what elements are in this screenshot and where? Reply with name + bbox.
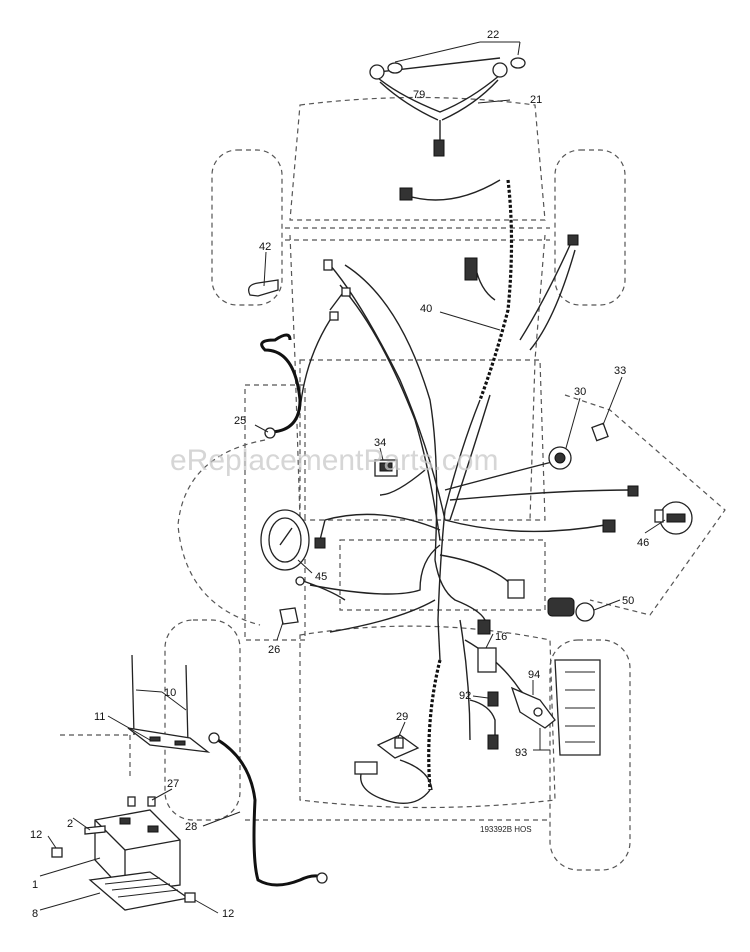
callout-40: 40	[420, 303, 432, 315]
callout-50: 50	[622, 595, 634, 607]
callout-27: 27	[167, 778, 179, 790]
ignition-switch-30	[548, 446, 572, 470]
callout-45: 45	[315, 571, 327, 583]
drawing-code: 193392B HOS	[480, 825, 532, 834]
callout-12-right: 12	[222, 908, 234, 920]
callout-34: 34	[374, 437, 386, 449]
terminal-26	[279, 607, 299, 625]
callout-29: 29	[396, 711, 408, 723]
battery-assembly	[51, 654, 328, 911]
callout-12-left: 12	[30, 829, 42, 841]
main-wire-harness	[299, 179, 639, 804]
callout-16: 16	[495, 631, 507, 643]
callout-46: 46	[637, 537, 649, 549]
ammeter-45	[260, 509, 310, 571]
indicator-46	[654, 501, 693, 535]
callout-92: 92	[459, 690, 471, 702]
watermark: eReplacementParts.com	[170, 444, 498, 477]
callout-33: 33	[614, 365, 626, 377]
pto-switch-50	[547, 597, 595, 622]
leader-lines	[39, 41, 666, 914]
clip-42	[247, 279, 279, 297]
fuse-33	[591, 422, 609, 442]
seat-switch-29	[376, 734, 420, 759]
relay-16	[477, 647, 497, 673]
callout-22: 22	[487, 29, 499, 41]
callout-25: 25	[234, 415, 246, 427]
callout-11: 11	[94, 711, 105, 723]
callout-42: 42	[259, 241, 271, 253]
headlight-harness	[369, 57, 526, 157]
part-callouts: 22 79 21 42 40 33 30 25 34 46 45 50 26 1…	[30, 29, 649, 920]
ground-wire-25	[260, 333, 302, 439]
callout-8: 8	[32, 908, 38, 920]
callout-79: 79	[413, 89, 425, 101]
callout-2: 2	[67, 818, 73, 830]
callout-26: 26	[268, 644, 280, 656]
callout-30: 30	[574, 386, 586, 398]
callout-21: 21	[530, 94, 542, 106]
callout-93: 93	[515, 747, 527, 759]
callout-94: 94	[528, 669, 540, 681]
callout-10: 10	[164, 687, 176, 699]
callout-28: 28	[185, 821, 197, 833]
callout-1: 1	[32, 879, 38, 891]
bracket-94	[510, 686, 556, 729]
ammeter-wires	[295, 576, 346, 601]
